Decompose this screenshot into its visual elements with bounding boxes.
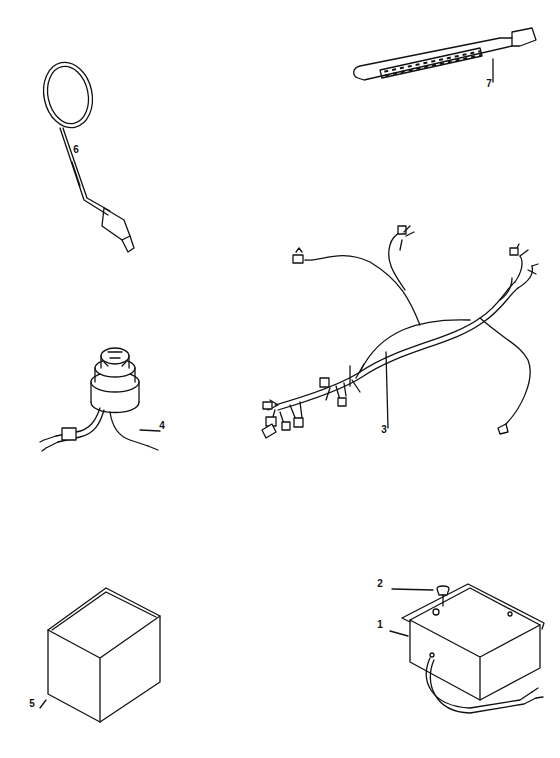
relay-cover <box>40 588 160 722</box>
wiring-harness <box>262 226 538 438</box>
mirror <box>38 58 134 252</box>
callout-number: 6 <box>73 145 79 155</box>
ignition-switch <box>40 348 160 451</box>
callout-number: 1 <box>377 620 383 630</box>
callout-number: 3 <box>381 425 387 435</box>
callout-number: 4 <box>159 421 165 431</box>
velcro-strap <box>354 28 536 82</box>
callout-number: 5 <box>29 699 35 709</box>
callout-number: 2 <box>377 579 383 589</box>
regulator-unit <box>390 584 544 713</box>
callout-number: 7 <box>486 79 492 89</box>
